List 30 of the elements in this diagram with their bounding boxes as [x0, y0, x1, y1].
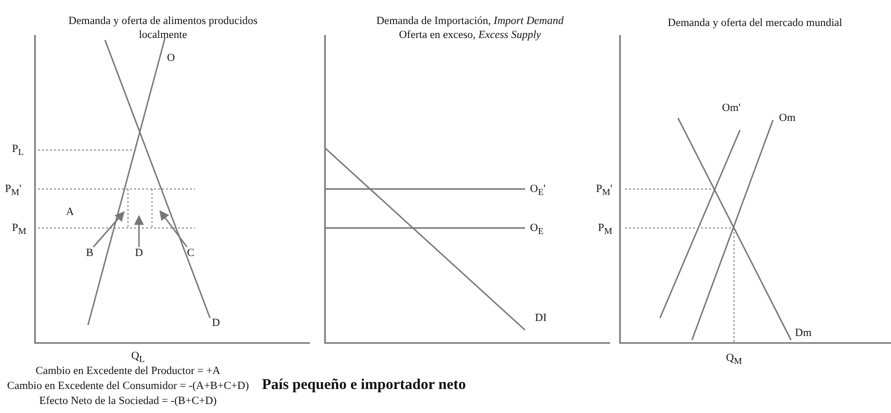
- axis-label: P$_{M}$': [5, 182, 22, 200]
- curve-label: Om': [722, 101, 740, 115]
- caption: País pequeño e importador neto: [262, 376, 466, 394]
- callout-letter: D: [135, 246, 143, 260]
- leader-arrow: [134, 215, 144, 247]
- callout-letter: B: [86, 246, 94, 260]
- leader-arrow: [92, 211, 125, 248]
- callout-letter: C: [187, 246, 194, 260]
- curve-label: DI: [535, 311, 547, 325]
- curve-label: O$_{E}$: [530, 221, 544, 238]
- formula-text: Cambio en Excedente del Consumidor = -(A+B+C+D): [7, 379, 249, 393]
- formula-text: Cambio en Excedente del Productor = +A: [36, 364, 220, 378]
- panel-title: Demanda de Importación, Import Demand: [376, 14, 564, 28]
- axis-label: P$_{M}$': [596, 182, 612, 200]
- panel-title: Oferta en exceso, Excess Supply: [398, 28, 542, 42]
- curve-label: D: [212, 316, 220, 330]
- curve-label: O$_{E}$': [530, 182, 546, 200]
- axis-label: P$_{L}$: [12, 142, 24, 160]
- formula-text: Efecto Neto de la Sociedad = -(B+C+D): [39, 394, 217, 408]
- curve-label: Dm: [795, 326, 812, 340]
- curve-label: Om: [779, 111, 796, 125]
- area-label: A: [66, 205, 74, 219]
- curve-label: O: [167, 51, 175, 65]
- axis-label: Q$_{L}$: [131, 349, 145, 366]
- leader-arrow: [159, 210, 188, 248]
- axis-label: Q$_{M}$: [726, 351, 742, 368]
- panel-title: Demanda y oferta del mercado mundial: [668, 16, 842, 30]
- axis-label: P$_{M}$: [12, 221, 26, 238]
- axis-label: P$_{M}$: [598, 221, 612, 238]
- panel-title: Demanda y oferta de alimentos producidos localmente: [67, 14, 259, 42]
